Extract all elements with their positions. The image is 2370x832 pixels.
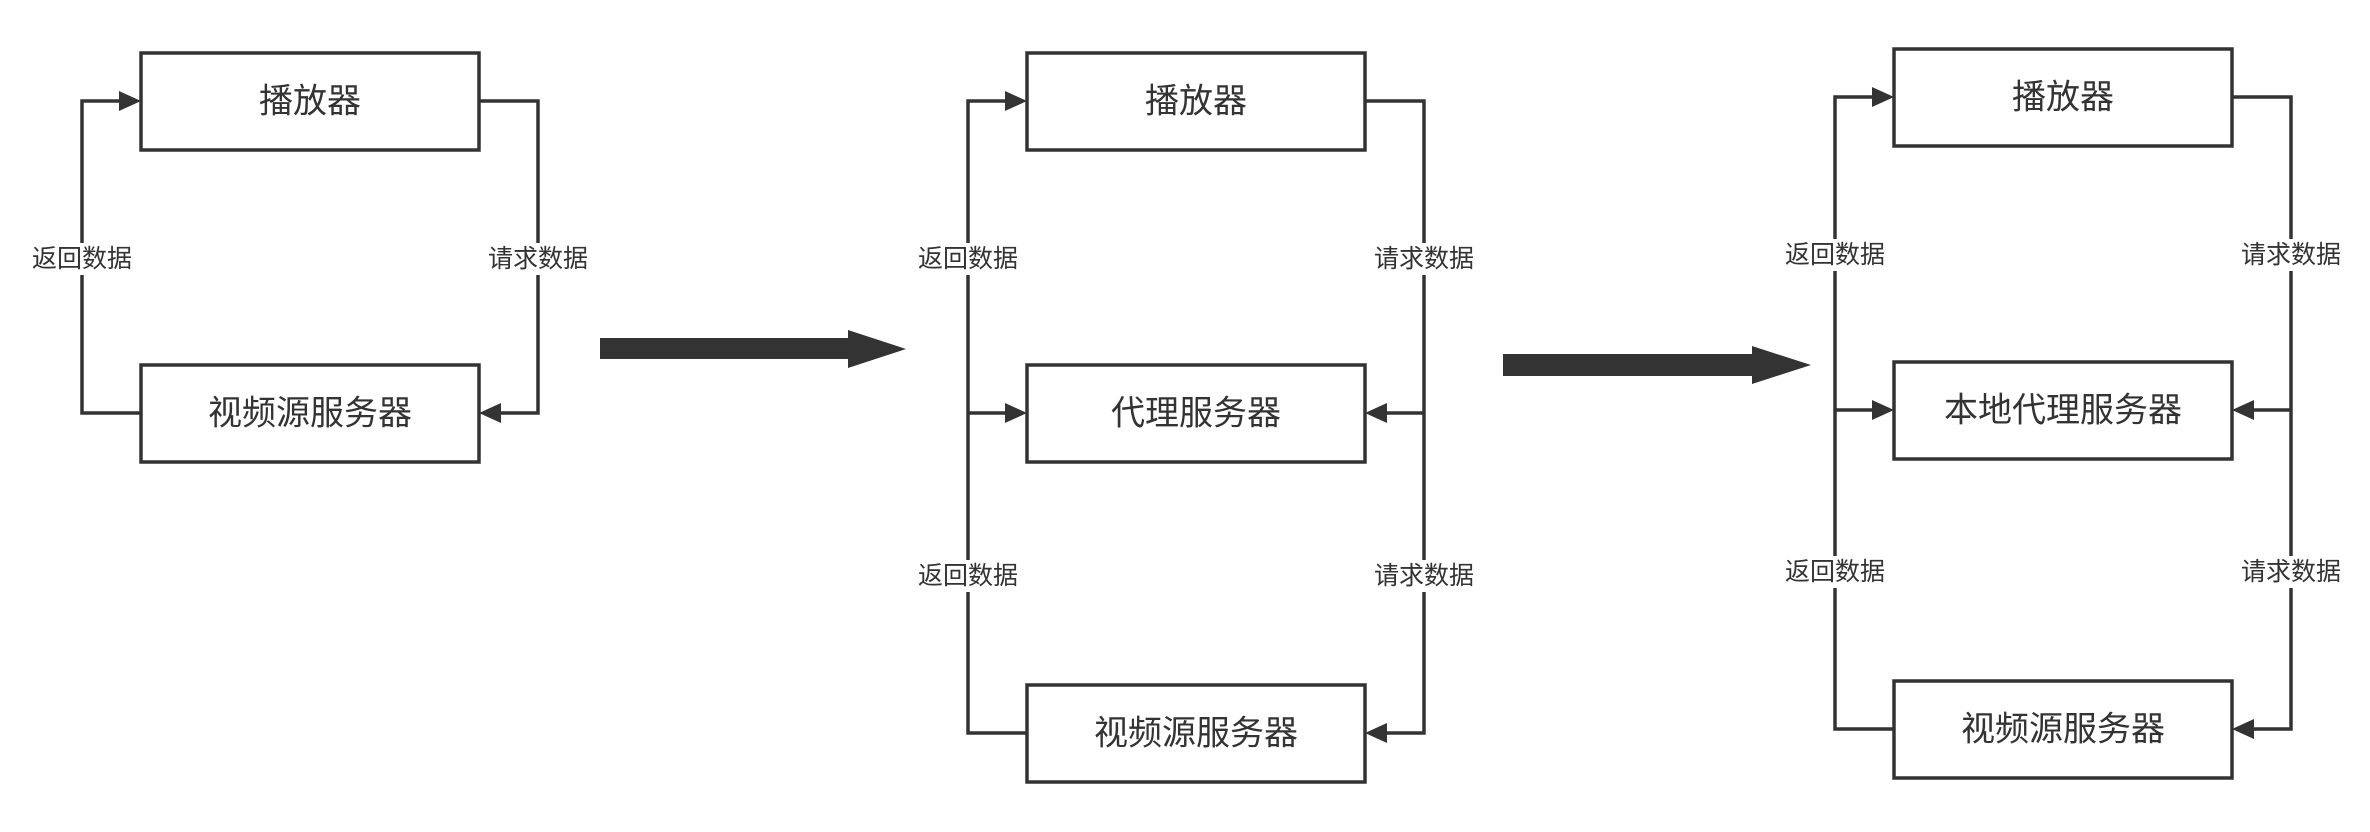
video-source-server-box-label: 视频源服务器 xyxy=(208,394,412,434)
arrowhead xyxy=(1365,723,1387,743)
arrowhead xyxy=(119,91,141,111)
request-data-label: 请求数据 xyxy=(2241,557,2341,586)
transition-arrow xyxy=(1503,346,1811,384)
local-proxy-server-box: 本地代理服务器 xyxy=(1892,360,2234,461)
proxy-server-box: 代理服务器 xyxy=(1025,363,1367,464)
player-box-label: 播放器 xyxy=(1145,82,1247,122)
player-box-label: 播放器 xyxy=(2012,78,2114,118)
request-data-edge: 请求数据 请求数据 xyxy=(1365,99,1476,743)
video-source-server-box: 视频源服务器 xyxy=(139,363,481,464)
request-data-edge: 请求数据 xyxy=(479,99,590,423)
player-box-label: 播放器 xyxy=(259,82,361,122)
return-data-edge: 返回数据 返回数据 xyxy=(916,91,1027,735)
request-data-label: 请求数据 xyxy=(488,244,588,273)
diagram-direct: 播放器 视频源服务器 返回数据 请求数据 xyxy=(30,51,590,464)
video-source-server-box: 视频源服务器 xyxy=(1892,679,2234,780)
return-data-label: 返回数据 xyxy=(1785,240,1885,269)
arrowhead xyxy=(1872,87,1894,107)
request-data-label: 请求数据 xyxy=(2241,240,2341,269)
arrowhead xyxy=(2232,400,2254,420)
video-source-server-box-label: 视频源服务器 xyxy=(1961,710,2165,750)
return-data-label: 返回数据 xyxy=(32,244,132,273)
return-data-edge: 返回数据 xyxy=(30,91,141,415)
arrowhead xyxy=(2232,719,2254,739)
player-box: 播放器 xyxy=(1025,51,1367,152)
return-data-label: 返回数据 xyxy=(918,244,1018,273)
diagram-local-proxy: 播放器 本地代理服务器 视频源服务器 返回数据 返回数据 请求数据 xyxy=(1783,47,2343,780)
arrowhead xyxy=(1365,403,1387,423)
transition-arrow xyxy=(600,330,906,368)
video-source-server-box: 视频源服务器 xyxy=(1025,683,1367,784)
local-proxy-server-box-label: 本地代理服务器 xyxy=(1944,391,2182,431)
arrowhead xyxy=(1005,91,1027,111)
return-data-label: 返回数据 xyxy=(1785,557,1885,586)
video-source-server-box-label: 视频源服务器 xyxy=(1094,714,1298,754)
proxy-server-box-label: 代理服务器 xyxy=(1111,394,1281,434)
request-data-edge: 请求数据 请求数据 xyxy=(2232,95,2343,739)
player-box: 播放器 xyxy=(139,51,481,152)
request-data-label: 请求数据 xyxy=(1374,244,1474,273)
arrowhead xyxy=(1005,403,1027,423)
arrowhead xyxy=(479,403,501,423)
return-data-edge: 返回数据 返回数据 xyxy=(1783,87,1894,731)
return-data-label: 返回数据 xyxy=(918,561,1018,590)
request-data-label: 请求数据 xyxy=(1374,561,1474,590)
arrowhead xyxy=(1872,400,1894,420)
diagram-proxy: 播放器 代理服务器 视频源服务器 返回数据 返回数据 xyxy=(916,51,1476,784)
player-box: 播放器 xyxy=(1892,47,2234,148)
